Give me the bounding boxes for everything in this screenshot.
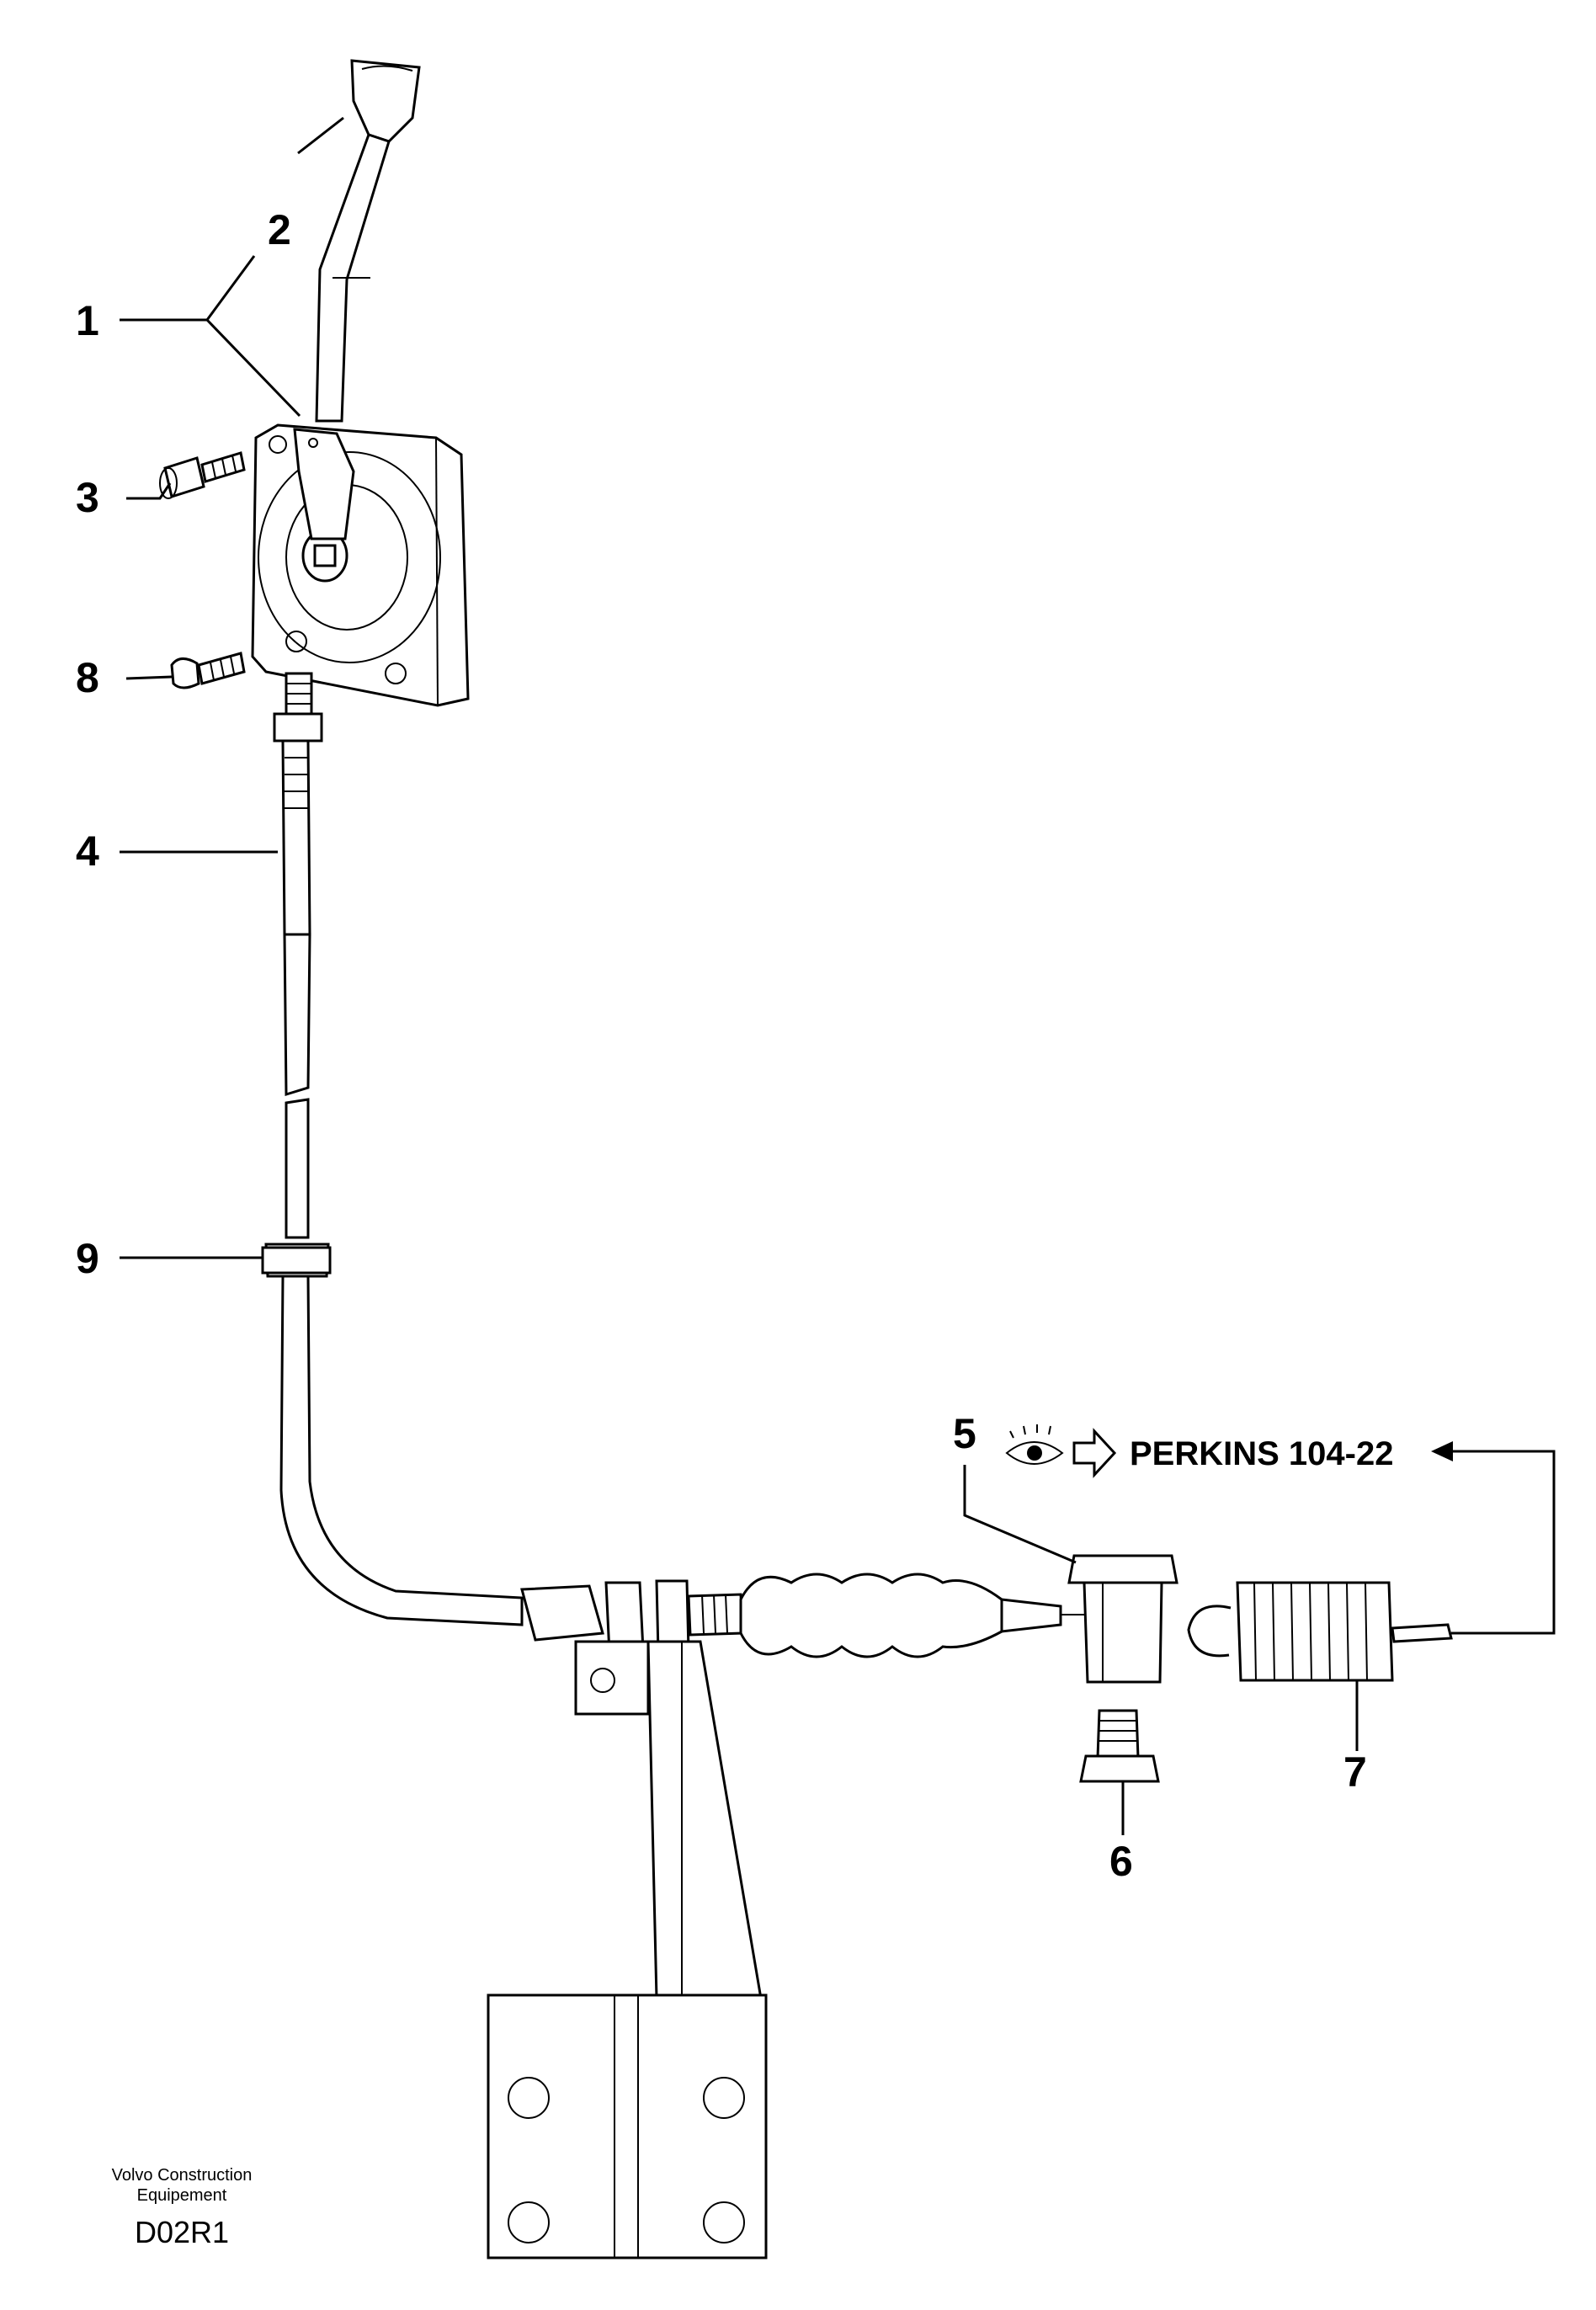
arrow-right-icon — [1072, 1428, 1117, 1478]
callout-2: 2 — [268, 206, 291, 253]
callout-7: 7 — [1343, 1748, 1367, 1796]
callout-4: 4 — [76, 828, 99, 875]
control-cable — [264, 672, 1086, 1658]
eye-icon — [1005, 1424, 1064, 1465]
drawing-code: D02R1 — [135, 2215, 229, 2249]
grommet — [261, 1246, 332, 1275]
lever-housing — [251, 423, 470, 707]
socket-head-screw — [159, 451, 246, 499]
callout-9: 9 — [76, 1235, 99, 1282]
callout-8: 8 — [76, 654, 99, 701]
callout-3: 3 — [76, 474, 99, 521]
callout-1: 1 — [76, 297, 99, 344]
callout-6: 6 — [1109, 1838, 1133, 1885]
callout-5: 5 — [953, 1410, 976, 1457]
control-lever — [315, 59, 421, 423]
return-spring — [1187, 1581, 1453, 1682]
reference-perkins: PERKINS 104-22 — [1130, 1435, 1393, 1472]
cable-swivel — [1067, 1554, 1178, 1684]
mounting-bracket — [487, 1640, 768, 2259]
leader-lines — [120, 116, 1556, 1835]
maker-line-1: Volvo Construction — [112, 2166, 253, 2185]
maker-line-2: Equipement — [137, 2186, 227, 2205]
bolt — [1079, 1709, 1160, 1783]
slotted-screw — [170, 652, 246, 689]
